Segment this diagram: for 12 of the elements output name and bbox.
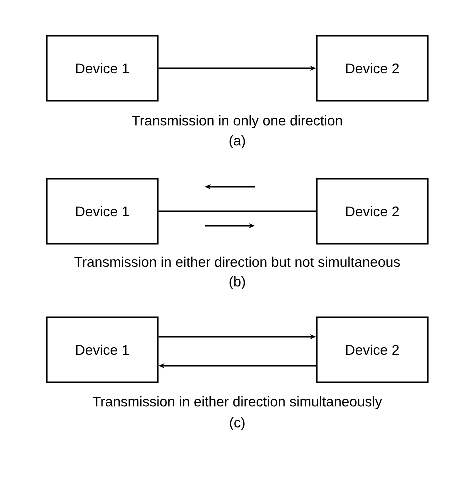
panel-label: (b) xyxy=(230,276,246,290)
caption: Transmission in either direction but not simultaneous xyxy=(74,256,400,268)
device-box: Device 2 xyxy=(316,178,429,245)
device-box: Device 2 xyxy=(316,316,429,384)
caption: Transmission in either direction simultaneously xyxy=(92,396,382,410)
device-box: Device 1 xyxy=(46,35,159,102)
device-box: Device 2 xyxy=(316,35,429,102)
caption: Transmission in only one direction xyxy=(132,115,342,129)
device-box: Device 1 xyxy=(46,178,159,245)
panel-label: (c) xyxy=(230,417,245,431)
device-box: Device 1 xyxy=(46,316,159,384)
panel-label: (a) xyxy=(230,135,246,149)
